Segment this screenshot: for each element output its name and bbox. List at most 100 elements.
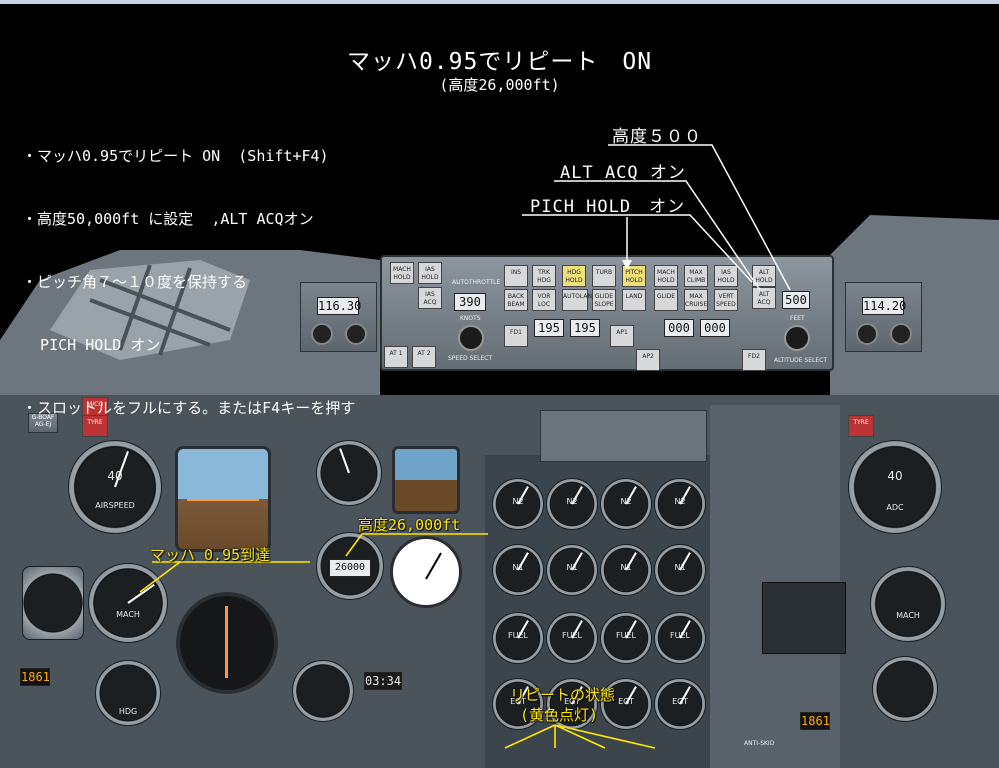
nav-frequency-right: 114.20 — [862, 297, 907, 315]
adc-label-right: ADC — [886, 503, 904, 512]
ias-hold-button[interactable]: IAS HOLD — [418, 262, 442, 284]
clock-display: 03:34 — [364, 672, 402, 690]
mach-label: MACH — [116, 610, 140, 619]
pitch-hold-button[interactable]: PITCH HOLD — [622, 265, 646, 287]
speed-select-label: SPEED SELECT — [448, 355, 493, 362]
alt-acq-button[interactable]: ALT ACQ — [752, 287, 776, 309]
label-altitude-26000: 高度26,000ft — [358, 516, 461, 534]
label-mach-reached: マッハ 0.95到達 — [150, 546, 271, 564]
engine-gauge: EGT — [600, 678, 652, 730]
autoland-button[interactable]: AUTOLAND — [562, 289, 597, 311]
engine-gauge: N2 — [654, 478, 706, 530]
glide-button[interactable]: GLIDE — [654, 289, 678, 311]
autothrottle-label: AUTOTHROTTLE — [452, 279, 501, 286]
heading-display-2: 195 — [570, 319, 600, 337]
heading-display-1: 195 — [534, 319, 564, 337]
airspeed-indicator-left: 40 AIRSPEED — [68, 440, 162, 534]
engine-gauge: N2 — [492, 478, 544, 530]
turb-button[interactable]: TURB — [592, 265, 616, 287]
engine-gauge: N1 — [492, 544, 544, 596]
hdg-label: HDG — [118, 707, 138, 716]
altitude-select-display: 500 — [782, 291, 810, 309]
note-item: ・ピッチ角７～１０度を保持する — [22, 273, 248, 291]
horizon-line — [187, 499, 259, 501]
at2-button[interactable]: AT 2 — [412, 346, 436, 368]
mach-indicator-right: MACH — [870, 566, 946, 642]
alt-hold-button[interactable]: ALT HOLD — [752, 265, 776, 287]
engine-gauge: FUEL — [654, 612, 706, 664]
ins-button[interactable]: INS — [504, 265, 528, 287]
altitude-select-knob[interactable] — [784, 325, 810, 351]
feet-label: FEET — [790, 315, 805, 322]
engine-gauge: N2 — [546, 478, 598, 530]
hdg-hold-button[interactable]: HDG HOLD — [562, 265, 586, 287]
vs-display-2: 000 — [700, 319, 730, 337]
engine-gauge: EGT — [492, 678, 544, 730]
airspeed-label: AIRSPEED — [95, 501, 135, 510]
back-beam-button[interactable]: BACK BEAM — [504, 289, 528, 311]
engine-gauge: N2 — [600, 478, 652, 530]
hsi-pointer — [225, 606, 228, 678]
altitude-select-label: ALTITUDE SELECT — [774, 357, 828, 364]
nav-knob-left-2[interactable] — [345, 323, 367, 345]
at1-button[interactable]: AT 1 — [384, 346, 408, 368]
knots-label: KNOTS — [460, 315, 481, 322]
mach-hold-button-2[interactable]: MACH HOLD — [654, 265, 678, 287]
nav-knob-right[interactable] — [856, 323, 878, 345]
dme-display-right: 1861 — [800, 712, 830, 730]
standby-attitude — [392, 446, 460, 514]
tyre-button[interactable]: TYRE — [82, 415, 108, 437]
altimeter-small-needle — [339, 448, 350, 474]
label-repeat-state: リピートの状態 — [510, 686, 616, 704]
center-top-block — [540, 410, 707, 462]
tyre-button-right[interactable]: TYRE — [848, 415, 874, 437]
ap2-button[interactable]: AP2 — [636, 349, 660, 371]
window-top-edge — [0, 0, 999, 4]
engine-gauge: FUEL — [492, 612, 544, 664]
speed-select-knob[interactable] — [458, 325, 484, 351]
attitude-indicator — [175, 446, 271, 552]
altimeter-small — [316, 440, 382, 506]
land-button[interactable]: LAND — [622, 289, 646, 311]
clock-gauge — [292, 660, 354, 722]
ap1-button[interactable]: AP1 — [610, 325, 634, 347]
glareshield-left — [0, 250, 380, 400]
glide-slope-button[interactable]: GLIDE SLOPE — [592, 289, 616, 311]
nav-panel-left: 116.30 — [300, 282, 377, 352]
registration-plate: G-BOAF AG-EJ — [28, 413, 58, 433]
vert-speed-button[interactable]: VERT SPEED — [714, 289, 738, 311]
trk-hdg-button[interactable]: TRK HDG — [532, 265, 556, 287]
callout-alt-acq-on: ALT ACQ オン — [560, 163, 686, 183]
ias-acq-button[interactable]: IAS ACQ — [418, 287, 442, 309]
vor-loc-button[interactable]: VOR LOC — [532, 289, 556, 311]
fd1-button[interactable]: FD1 — [504, 325, 528, 347]
vs-display-1: 000 — [664, 319, 694, 337]
max-cruise-button[interactable]: MAX CRUISE — [684, 289, 708, 311]
max-climb-button[interactable]: MAX CLIMB — [684, 265, 708, 287]
mach-needle — [127, 583, 155, 604]
nav-knob-right-2[interactable] — [890, 323, 912, 345]
dme-display-left: 1861 — [20, 668, 50, 686]
mach-indicator-left: MACH — [88, 563, 168, 643]
heading-indicator-right — [872, 656, 938, 722]
callout-pich-hold-on: PICH HOLD オン — [530, 197, 686, 217]
mach-hold-button[interactable]: MACH HOLD — [390, 262, 414, 284]
note-item: ・マッハ0.95でリピート ON (Shift+F4) — [22, 147, 329, 165]
engine-gauge: N1 — [654, 544, 706, 596]
engine-gauge: FUEL — [600, 612, 652, 664]
altimeter-main: 26000 — [316, 532, 384, 600]
heading-indicator-left: HDG — [95, 660, 161, 726]
gear-panel — [762, 582, 846, 654]
engine-gauge: N1 — [600, 544, 652, 596]
altimeter-readout: 26000 — [329, 559, 371, 577]
fd2-button[interactable]: FD2 — [742, 349, 766, 371]
nav-knob-left[interactable] — [311, 323, 333, 345]
engine-gauge: FUEL — [546, 612, 598, 664]
engine-gauge: EGT — [654, 678, 706, 730]
page-subtitle: (高度26,000ft) — [439, 76, 560, 94]
ias-hold-button-2[interactable]: IAS HOLD — [714, 265, 738, 287]
page-title: マッハ0.95でリピート ON — [346, 49, 653, 75]
engine-gauge: N1 — [546, 544, 598, 596]
vsi-needle — [425, 552, 442, 580]
horizontal-situation-indicator — [176, 592, 278, 694]
